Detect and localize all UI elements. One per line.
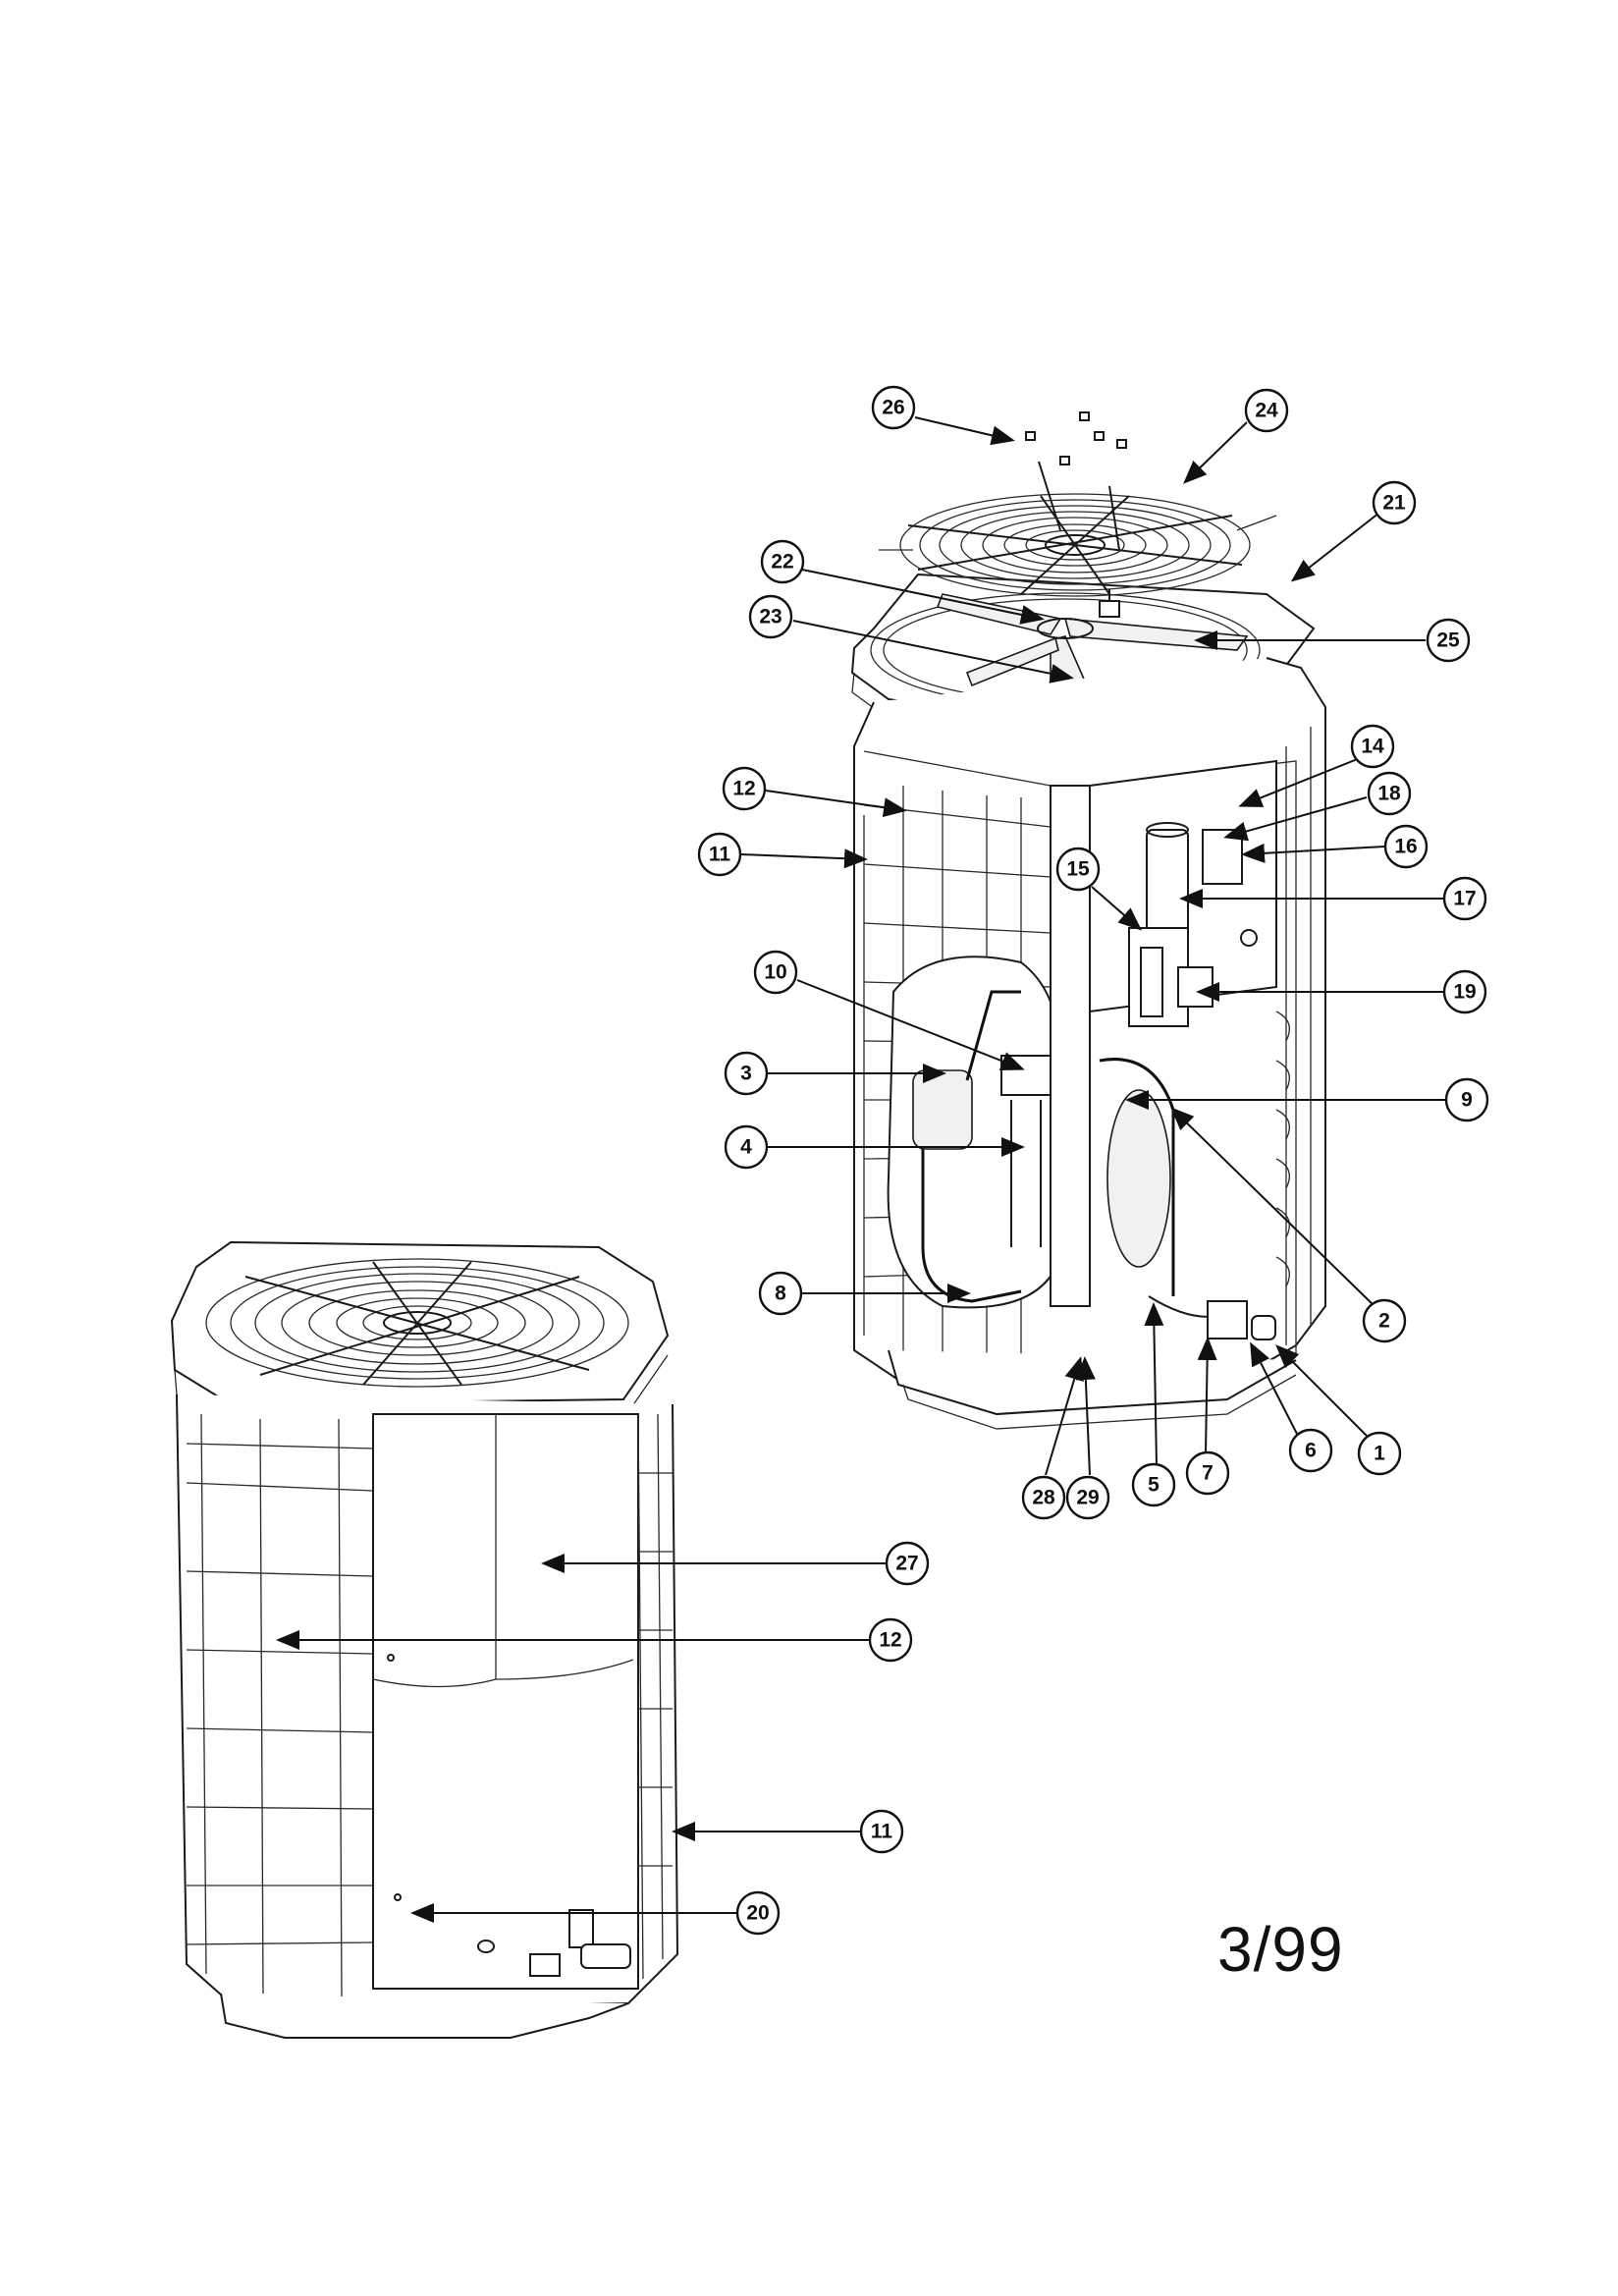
callout-23: 23 xyxy=(748,594,793,639)
control-panel xyxy=(1089,759,1277,1027)
callout-label: 11 xyxy=(709,844,731,866)
date-stamp: 3/99 xyxy=(1217,1914,1344,1985)
callout-label: 21 xyxy=(1382,492,1406,515)
callout-label: 12 xyxy=(879,1629,901,1652)
callout-18: 18 xyxy=(1367,771,1412,816)
callout-8: 8 xyxy=(758,1271,803,1316)
callout-label: 2 xyxy=(1378,1310,1390,1333)
callout-label: 12 xyxy=(732,778,755,800)
callout-27: 27 xyxy=(885,1541,930,1586)
callout-label: 7 xyxy=(1202,1462,1214,1485)
callout-label: 23 xyxy=(759,606,782,629)
callout-label: 28 xyxy=(1032,1487,1055,1509)
callout-label: 3 xyxy=(740,1063,752,1085)
leader-lines xyxy=(276,416,1445,1923)
callout-25: 25 xyxy=(1426,618,1471,663)
callout-label: 1 xyxy=(1374,1443,1385,1465)
callout-label: 5 xyxy=(1148,1474,1160,1497)
callout-19: 19 xyxy=(1442,969,1487,1014)
callout-7: 7 xyxy=(1185,1450,1230,1496)
callout-label: 11 xyxy=(871,1821,893,1843)
callout-label: 17 xyxy=(1453,888,1476,910)
callout-15: 15 xyxy=(1055,847,1101,892)
callout-20: 20 xyxy=(735,1890,781,1936)
callout-14: 14 xyxy=(1350,724,1395,769)
callout-26: 26 xyxy=(871,385,916,430)
callout-label: 16 xyxy=(1394,836,1417,858)
callout-label: 22 xyxy=(771,551,793,574)
assembled-unit-illustration xyxy=(170,1240,679,2039)
callout-17: 17 xyxy=(1442,876,1487,921)
callout-29: 29 xyxy=(1065,1475,1110,1520)
callout-28: 28 xyxy=(1021,1475,1066,1520)
callout-9: 9 xyxy=(1444,1077,1489,1122)
callout-11-bottom: 11 xyxy=(859,1809,904,1854)
callout-label: 10 xyxy=(764,961,786,984)
callout-6: 6 xyxy=(1288,1428,1333,1473)
callout-1: 1 xyxy=(1357,1431,1402,1476)
callout-10: 10 xyxy=(753,950,798,995)
callout-label: 20 xyxy=(746,1902,769,1925)
callout-2: 2 xyxy=(1362,1298,1407,1343)
callout-5: 5 xyxy=(1131,1462,1176,1507)
fan-motor xyxy=(1038,461,1120,618)
callout-21: 21 xyxy=(1372,480,1417,525)
callout-12-bottom: 12 xyxy=(868,1617,913,1663)
callout-label: 24 xyxy=(1255,400,1278,422)
callout-label: 29 xyxy=(1076,1487,1099,1509)
callout-24: 24 xyxy=(1244,388,1289,433)
callout-label: 26 xyxy=(882,397,904,419)
callout-label: 25 xyxy=(1436,629,1460,652)
callout-label: 15 xyxy=(1066,858,1090,881)
callout-11-top: 11 xyxy=(697,832,742,877)
callout-16: 16 xyxy=(1383,824,1429,869)
callout-3: 3 xyxy=(724,1051,769,1096)
fan-guard-grill xyxy=(879,493,1277,597)
callout-label: 8 xyxy=(775,1283,786,1305)
exploded-unit-illustration xyxy=(850,411,1326,1430)
callout-label: 4 xyxy=(740,1136,752,1159)
mounting-hardware xyxy=(1025,411,1127,465)
callout-label: 27 xyxy=(895,1553,918,1575)
callout-12-top: 12 xyxy=(722,766,767,811)
callout-label: 14 xyxy=(1361,736,1384,758)
callout-label: 19 xyxy=(1453,981,1476,1004)
callout-4: 4 xyxy=(724,1124,769,1170)
compressor-assembly xyxy=(912,990,1276,1340)
callouts: 26 24 21 22 23 25 14 18 16 12 11 15 17 1… xyxy=(697,385,1489,1936)
callout-label: 18 xyxy=(1377,783,1401,805)
callout-label: 6 xyxy=(1305,1440,1317,1462)
callout-22: 22 xyxy=(760,539,805,584)
callout-label: 9 xyxy=(1461,1089,1473,1112)
